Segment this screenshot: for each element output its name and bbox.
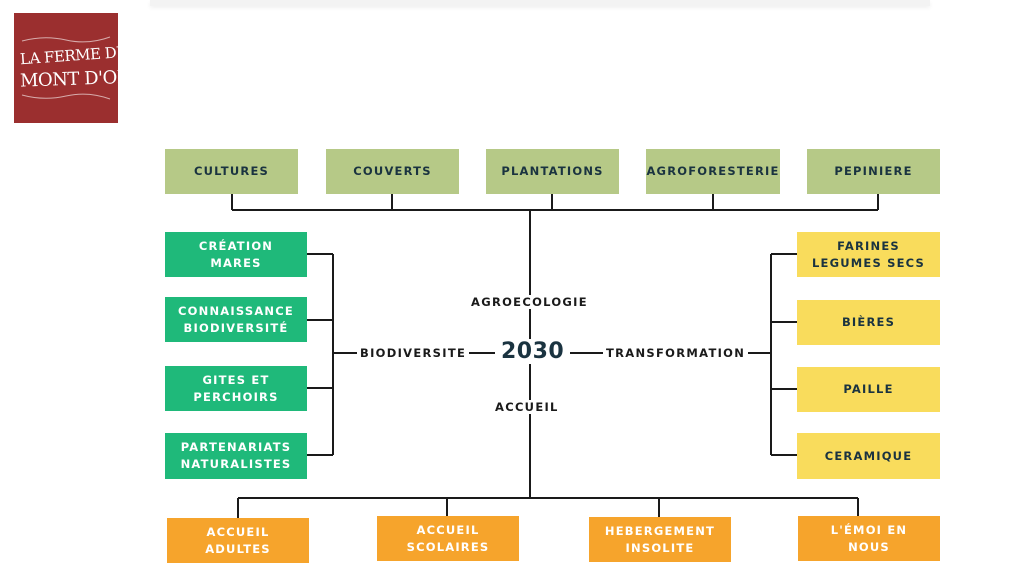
farm-logo: LA FERME DU MONT D'OR — [14, 13, 130, 123]
biodiversite-label: BIODIVERSITE — [357, 346, 470, 360]
transformation-paille-box: PAILLE — [797, 367, 940, 412]
biodiversite-gites-box: GITES ET PERCHOIRS — [165, 366, 307, 411]
biodiversite-creation-mares-box: CRÉATION MARES — [165, 232, 307, 277]
agroecologie-pepiniere-box: PEPINIERE — [807, 149, 940, 194]
top-banner-edge — [150, 0, 930, 6]
accueil-emoi-box: L'ÉMOI EN NOUS — [798, 516, 940, 561]
agroecologie-label: AGROECOLOGIE — [468, 295, 591, 309]
accueil-label: ACCUEIL — [492, 400, 562, 414]
transformation-farines-box: FARINES LEGUMES SECS — [797, 232, 940, 277]
agroecologie-couverts-box: COUVERTS — [326, 149, 459, 194]
year-2030: 2030 — [495, 339, 571, 364]
logo-decoration — [21, 36, 111, 100]
agroecologie-plantations-box: PLANTATIONS — [486, 149, 619, 194]
agroecologie-agroforesterie-box: AGROFORESTERIE — [646, 149, 780, 194]
transformation-bieres-box: BIÈRES — [797, 300, 940, 345]
transformation-label: TRANSFORMATION — [603, 346, 749, 360]
agroecologie-cultures-box: CULTURES — [165, 149, 298, 194]
accueil-adultes-box: ACCUEIL ADULTES — [167, 518, 309, 563]
biodiversite-connaissance-box: CONNAISSANCE BIODIVERSITÉ — [165, 297, 307, 342]
biodiversite-partenariats-box: PARTENARIATS NATURALISTES — [165, 433, 307, 479]
accueil-hebergement-box: HEBERGEMENT INSOLITE — [589, 517, 731, 562]
accueil-scolaires-box: ACCUEIL SCOLAIRES — [377, 516, 519, 561]
transformation-ceramique-box: CERAMIQUE — [797, 433, 940, 479]
